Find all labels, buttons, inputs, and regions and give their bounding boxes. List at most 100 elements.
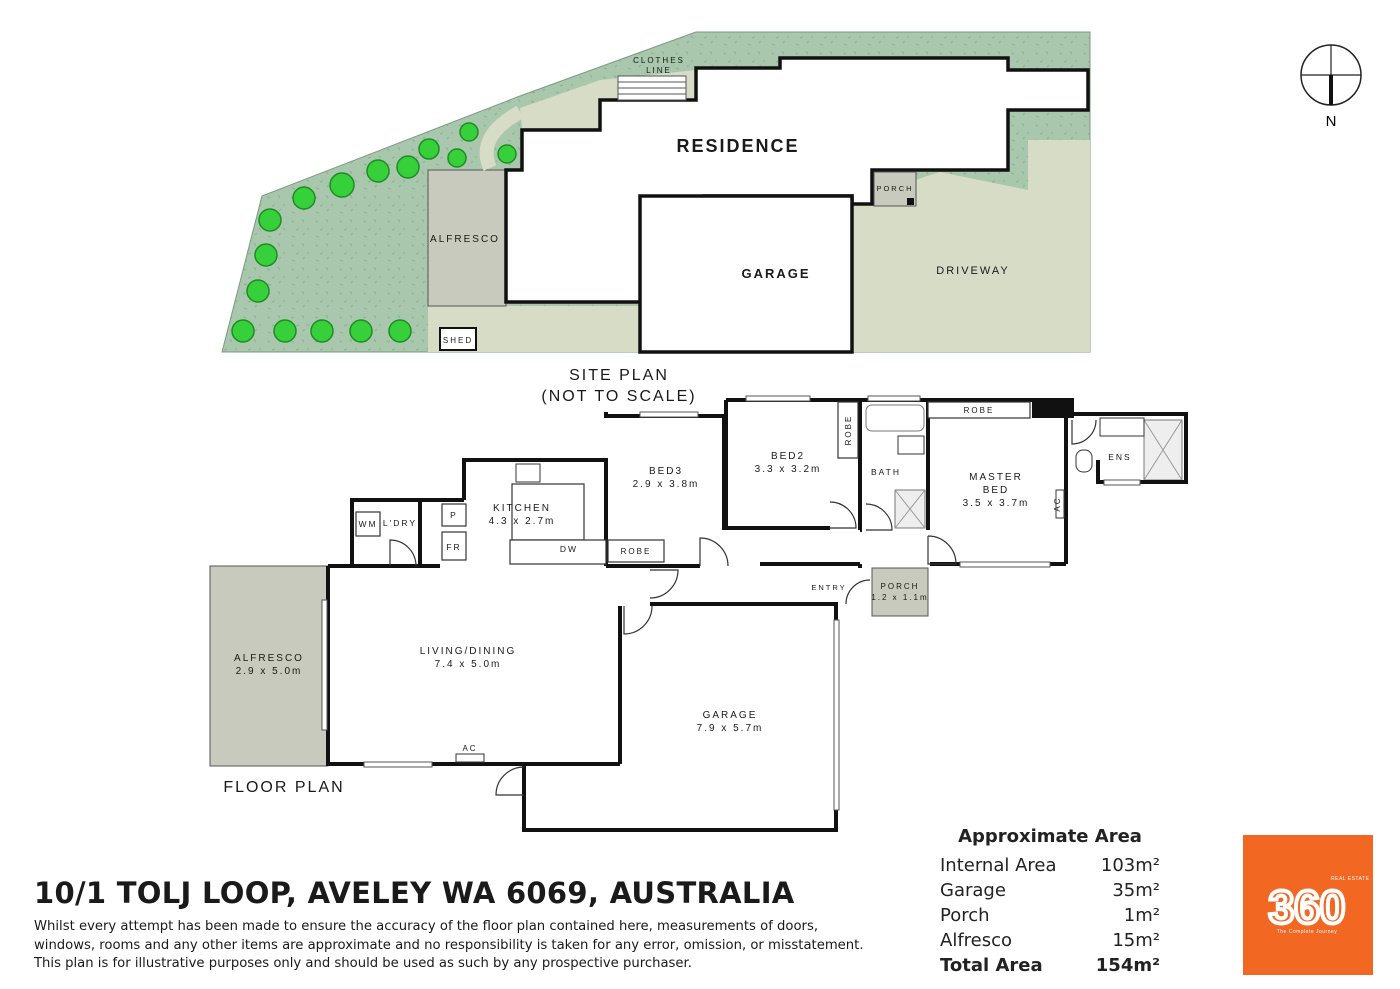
kitchen-counter [509, 539, 607, 565]
room-master-size: 3.5 x 3.7m [963, 498, 1030, 509]
floor-plan: BED3 2.9 x 3.8m BED2 3.3 x 3.2m MASTER B… [209, 395, 1188, 832]
robe-master [927, 401, 1031, 419]
vanity-ens [1099, 417, 1145, 437]
room-bed2-name: BED2 [771, 451, 805, 462]
area-row-label: Internal Area [940, 855, 1057, 876]
compass-needle [1329, 75, 1333, 105]
floor-alfresco [209, 565, 329, 767]
ac-master [1055, 489, 1065, 519]
area-row: Garage 35m² [940, 878, 1160, 903]
site-garage-fill [706, 198, 850, 306]
area-total-row: Total Area 154m² [940, 953, 1160, 978]
site-alfresco [427, 169, 507, 307]
compass-north-label: N [1326, 113, 1337, 130]
clothes-line [617, 75, 687, 101]
logo-number: 360 [1269, 881, 1346, 933]
site-label-alfresco: ALFRESCO [430, 234, 500, 245]
bathtub [865, 404, 925, 432]
floor-plan-title: FLOOR PLAN [223, 779, 344, 796]
area-table: Approximate Area Internal Area 103m² Gar… [940, 826, 1160, 978]
courtyard-paving [276, 168, 428, 306]
label-bath: BATH [871, 467, 901, 477]
logo-real-estate: REAL ESTATE [1331, 876, 1370, 882]
site-label-residence: RESIDENCE [676, 136, 799, 156]
room-master-name2: BED [983, 485, 1010, 496]
garden-path [479, 105, 524, 171]
room-garage-size: 7.9 x 5.7m [697, 723, 764, 734]
site-plan-title: SITE PLAN [569, 367, 669, 384]
area-row-value: 103m² [1100, 855, 1160, 876]
disclaimer: Whilst every attempt has been made to en… [34, 918, 874, 974]
site-porch-post [907, 198, 914, 205]
area-row: Porch 1m² [940, 903, 1160, 928]
site-plan: CLOTHES LINE RESIDENCE ALFRESCO GARAGE D… [221, 31, 1091, 354]
site-label-clothes-line-1: CLOTHES [633, 56, 685, 65]
fridge [441, 531, 467, 561]
label-ens: ENS [1108, 452, 1131, 462]
area-row-value: 1m² [1123, 905, 1160, 926]
master-wardrobe-cap [1032, 400, 1070, 418]
ac-living [455, 753, 485, 763]
logo-tagline: The Complete Journey [1277, 929, 1338, 935]
pantry [441, 503, 467, 527]
toilet-ens [1075, 449, 1093, 473]
site-plan-subtitle: (NOT TO SCALE) [541, 388, 696, 405]
disclaimer-line: windows, rooms and any other items are a… [34, 937, 864, 953]
washing-machine [355, 511, 381, 537]
room-alfresco-name: ALFRESCO [234, 653, 304, 664]
room-porch-size: 1.2 x 1.1m [871, 593, 928, 602]
area-table-title: Approximate Area [958, 826, 1142, 847]
label-entry: ENTRY [811, 583, 846, 592]
room-garage-name: GARAGE [703, 710, 758, 721]
site-label-driveway: DRIVEWAY [936, 265, 1009, 277]
label-ac-master: AC [1053, 496, 1062, 511]
room-porch-name: PORCH [881, 582, 920, 591]
disclaimer-line: This plan is for illustrative purposes o… [34, 956, 692, 971]
room-bed3-size: 2.9 x 3.8m [633, 479, 700, 490]
site-label-clothes-line-2: LINE [646, 66, 672, 75]
label-fridge: FR [446, 542, 461, 552]
compass: N [1300, 44, 1362, 130]
brand-logo: REAL ESTATE 360 The Complete Journey [1243, 835, 1373, 975]
label-dw: DW [560, 544, 578, 554]
floor-porch [871, 567, 929, 617]
room-alfresco-size: 2.9 x 5.0m [236, 666, 303, 677]
area-row: Internal Area 103m² [940, 853, 1160, 878]
robe-bed3 [607, 539, 665, 563]
area-row-label: Porch [940, 905, 990, 926]
disclaimer-line: Whilst every attempt has been made to en… [34, 919, 819, 934]
room-master-name1: MASTER [969, 472, 1023, 483]
label-ac-living: AC [462, 744, 477, 753]
property-address: 10/1 TOLJ LOOP, AVELEY WA 6069, AUSTRALI… [34, 876, 795, 910]
site-label-shed: SHED [443, 336, 473, 345]
label-pantry: P [450, 510, 458, 520]
trees [231, 122, 517, 343]
brand-logo-mark: REAL ESTATE 360 The Complete Journey [1267, 876, 1370, 935]
site-label-porch: PORCH [876, 184, 913, 193]
area-total-label: Total Area [940, 955, 1043, 976]
room-kitchen-size: 4.3 x 2.7m [489, 516, 556, 527]
area-row: Alfresco 15m² [940, 928, 1160, 953]
room-living-name: LIVING/DINING [420, 646, 517, 657]
label-wm: WM [358, 519, 377, 529]
room-living-size: 7.4 x 5.0m [435, 659, 502, 670]
label-ldry: L'DRY [383, 518, 417, 528]
label-robe-bed2: ROBE [844, 415, 853, 446]
area-total-value: 154m² [1095, 955, 1160, 976]
vanity-bath [897, 435, 925, 455]
label-robe-master: ROBE [964, 406, 995, 415]
site-label-garage: GARAGE [741, 266, 810, 281]
area-row-value: 15m² [1112, 930, 1160, 951]
room-bed3-name: BED3 [649, 466, 683, 477]
area-row-label: Alfresco [940, 930, 1013, 951]
walls [326, 398, 1188, 832]
label-robe-bed3: ROBE [621, 547, 652, 556]
area-row-value: 35m² [1112, 880, 1160, 901]
cooktop [515, 463, 541, 483]
windows [321, 395, 1141, 811]
area-row-label: Garage [940, 880, 1006, 901]
door-swings [389, 419, 1097, 796]
site-shed [439, 327, 477, 351]
room-bed2-size: 3.3 x 3.2m [755, 464, 822, 475]
